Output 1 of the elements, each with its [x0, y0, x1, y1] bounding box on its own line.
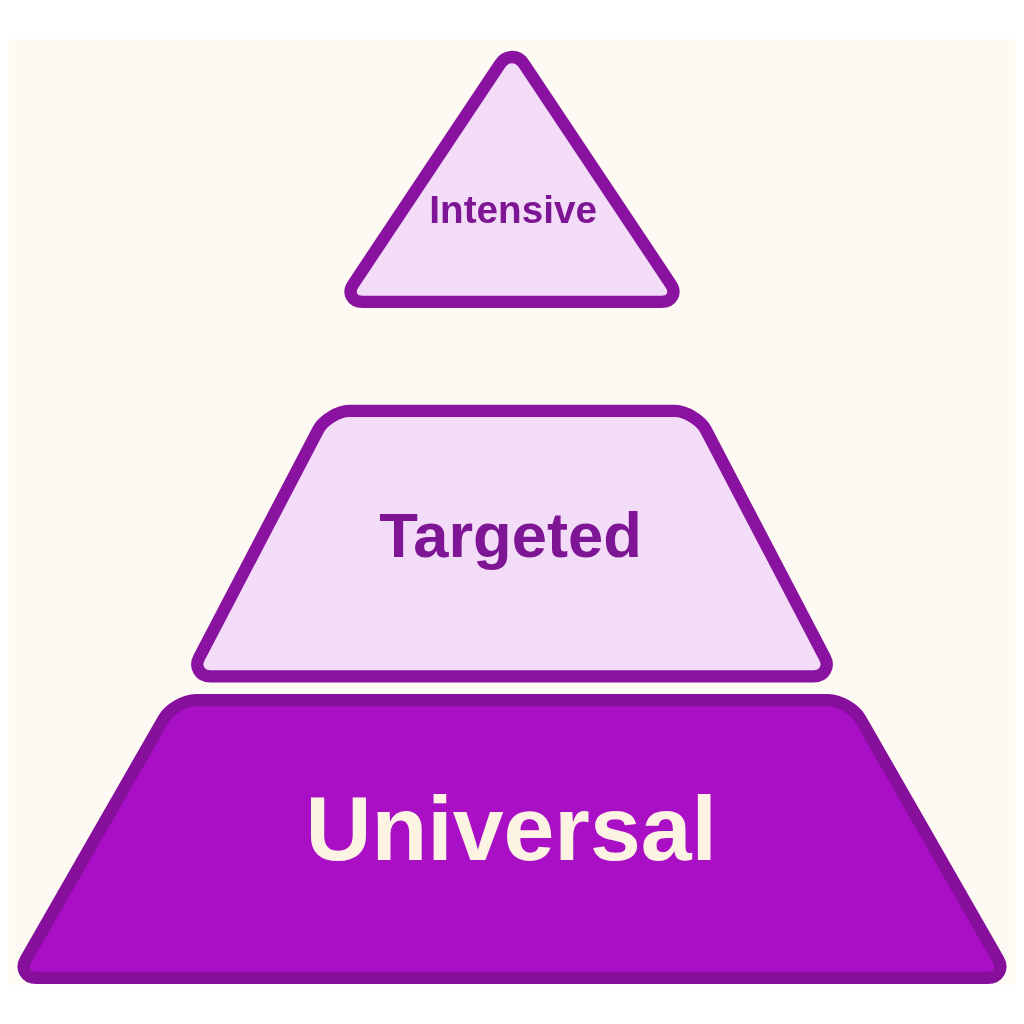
node-ellipse: Targeted	[191, 404, 833, 683]
